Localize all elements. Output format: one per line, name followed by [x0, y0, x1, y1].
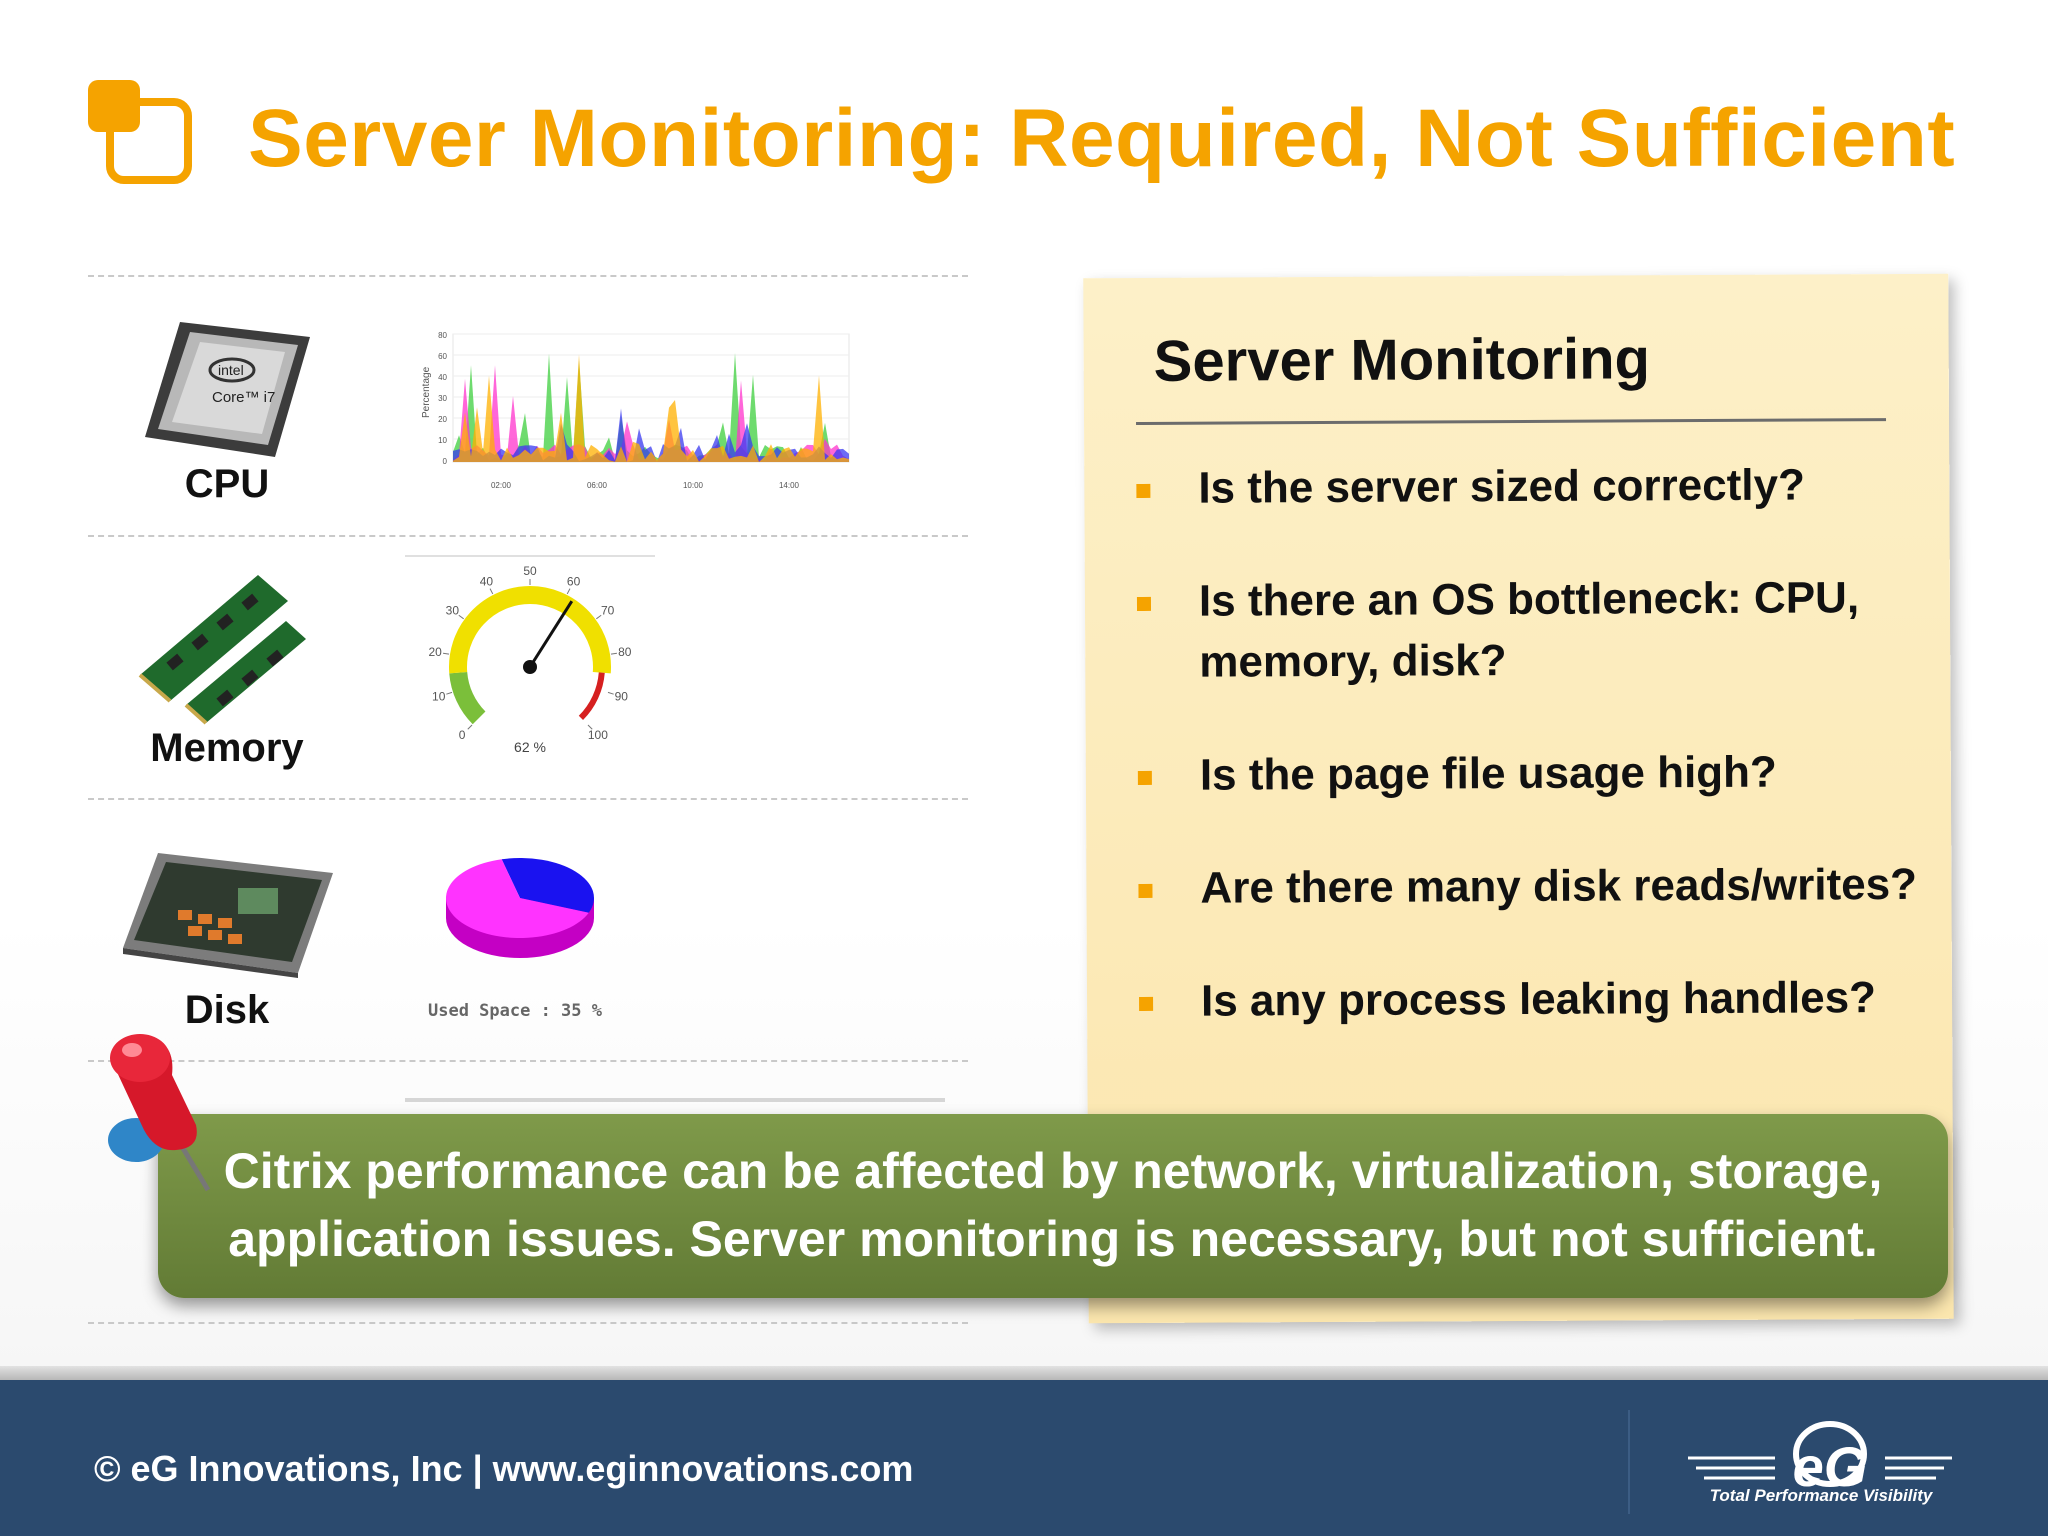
- callout-banner: Citrix performance can be affected by ne…: [158, 1114, 1948, 1298]
- pie-slice-used: [501, 858, 594, 913]
- cpu-y-tick: 20: [438, 415, 447, 424]
- eg-logo: eG: [1688, 1421, 1952, 1498]
- gauge-tick-label: 20: [429, 645, 443, 659]
- eg-tagline: Total Performance Visibility: [1709, 1486, 1933, 1505]
- gauge-tick-label: 70: [601, 604, 615, 618]
- square-bullet-icon: [1136, 483, 1151, 498]
- cpu-area-series: [453, 408, 849, 462]
- cpu-x-tick: 06:00: [587, 481, 608, 490]
- gauge-band: [578, 672, 605, 721]
- memory-label: Memory: [150, 726, 304, 770]
- row-divider: [88, 798, 968, 800]
- gauge-tick-label: 60: [567, 574, 581, 588]
- footer-separator: [1628, 1410, 1630, 1514]
- note-bullet: Are there many disk reads/writes?: [1138, 854, 1918, 919]
- row-divider: [88, 275, 968, 277]
- gauge-tick: [596, 614, 602, 620]
- svg-text:intel: intel: [218, 362, 244, 378]
- cpu-y-tick: 40: [438, 373, 447, 382]
- disk-caption: Used Space : 35 %: [428, 1001, 603, 1021]
- cpu-y-tick: 80: [438, 331, 447, 340]
- svg-text:Core™ i7: Core™ i7: [212, 389, 275, 406]
- footer-copyright: © eG Innovations, Inc | www.eginnovation…: [94, 1448, 914, 1489]
- gauge-tick-label: 90: [615, 690, 629, 704]
- callout-line-1: Citrix performance can be affected by ne…: [223, 1143, 1883, 1199]
- disk-label: Disk: [184, 988, 270, 1032]
- title-bullet-icon: [88, 80, 192, 184]
- memory-module-icon: [138, 575, 306, 725]
- note-bullet: Is any process leaking handles?: [1139, 967, 1919, 1032]
- row-divider: [88, 1060, 968, 1062]
- gauge-tick: [443, 652, 450, 655]
- note-bullet: Is the server sized correctly?: [1136, 454, 1916, 519]
- gauge-tick: [467, 724, 473, 730]
- gauge-tick-label: 100: [588, 728, 608, 742]
- square-bullet-icon: [1136, 596, 1152, 611]
- gauge-tick-label: 10: [432, 690, 446, 704]
- gauge-tick: [458, 614, 464, 620]
- disk-usage-pie: Used Space : 35 %: [428, 858, 603, 1021]
- gauge-tick: [489, 588, 494, 595]
- disk-drive-icon: [123, 853, 333, 978]
- note-bullet: Is the page file usage high?: [1137, 741, 1918, 806]
- row-divider: [88, 1322, 968, 1324]
- cpu-area-series: [453, 354, 849, 462]
- svg-text:eG: eG: [1793, 1435, 1868, 1498]
- row-divider: [88, 535, 968, 537]
- gauge-tick-label: 30: [446, 604, 460, 618]
- footer: © eG Innovations, Inc | www.eginnovation…: [0, 1380, 2048, 1536]
- gauge-tick: [446, 691, 453, 695]
- gauge-hub: [523, 660, 537, 674]
- note-bullet-list: Is the server sized correctly? Is there …: [1136, 454, 1919, 1084]
- gauge-tick-label: 0: [459, 728, 466, 742]
- cpu-y-tick: 0: [443, 457, 448, 466]
- note-divider: [1136, 418, 1887, 425]
- pie-slice-free: [446, 859, 589, 938]
- gauge-tick-label: 80: [618, 645, 632, 659]
- cpu-label: CPU: [184, 462, 270, 506]
- cpu-y-tick: 10: [438, 436, 447, 445]
- note-title: Server Monitoring: [1153, 326, 1651, 394]
- cpu-x-tick: 10:00: [683, 481, 704, 490]
- note-bullet: Is there an OS bottleneck: CPU, memory, …: [1136, 567, 1918, 693]
- cpu-y-label: Percentage: [421, 366, 432, 418]
- pushpin-icon: [108, 1034, 211, 1192]
- cpu-chip-icon: intel Core™ i7: [145, 322, 310, 457]
- cpu-y-tick: 30: [438, 394, 447, 403]
- gauge-needle: [528, 600, 574, 668]
- hidden-chart-edge: [405, 1098, 945, 1102]
- gauge-tick: [566, 588, 571, 595]
- cpu-y-tick: 60: [438, 352, 447, 361]
- memory-gauge: 0 10 20 30 40 50 60 70 80 90 100 62 %: [405, 555, 655, 755]
- cpu-usage-chart: Percentage 80 60 40 30 20 10 0 02:00 06:00 10:00…: [421, 331, 850, 490]
- square-bullet-icon: [1138, 883, 1153, 898]
- gauge-tick-label: 50: [523, 564, 537, 578]
- cpu-x-tick: 14:00: [779, 481, 800, 490]
- gauge-tick: [587, 724, 593, 730]
- gauge-band: [449, 586, 611, 674]
- page-title: Server Monitoring: Required, Not Suffici…: [248, 93, 1956, 184]
- gauge-band: [449, 671, 486, 725]
- gauge-tick-label: 40: [480, 574, 494, 588]
- gauge-tick: [607, 691, 614, 695]
- footer-shadow: [0, 1366, 2048, 1380]
- gauge-reading: 62 %: [514, 739, 546, 755]
- gauge-tick: [610, 652, 617, 655]
- callout-line-2: application issues. Server monitoring is…: [228, 1211, 1878, 1267]
- square-bullet-icon: [1139, 996, 1154, 1011]
- cpu-x-tick: 02:00: [491, 481, 512, 490]
- square-bullet-icon: [1137, 770, 1152, 785]
